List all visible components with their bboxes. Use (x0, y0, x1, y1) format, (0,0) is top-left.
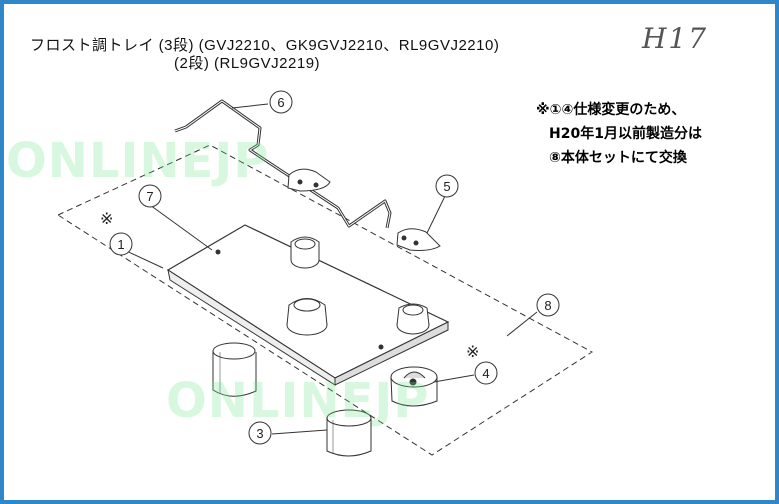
hub-center (286, 298, 328, 336)
part-number-6: 6 (277, 95, 284, 110)
hub-back (290, 236, 320, 269)
leader-lines (119, 103, 538, 435)
note-line-3: ⑧本体セットにて交換 (549, 150, 687, 166)
part-number-3: 3 (256, 426, 263, 441)
foot-cup (390, 366, 438, 407)
callout-4: 4 (474, 361, 498, 385)
callout-7: 7 (138, 184, 162, 208)
asterisk-mark-2: ※ (466, 342, 479, 361)
leg-left (212, 342, 257, 397)
note-line-2: H20年1月以前製造分は (549, 126, 702, 142)
clip-upper (287, 168, 331, 192)
callout-8: 8 (536, 293, 560, 317)
title-line-2: (2段) (RL9GVJ2219) (174, 55, 321, 72)
note-line-1: ※①④仕様変更のため、 (536, 102, 686, 118)
handwritten-code: H17 (642, 22, 709, 55)
clip-lower (396, 228, 441, 251)
watermark-lower: ONLINEJP (166, 373, 430, 429)
callout-5: 5 (435, 174, 459, 198)
part-number-5: 5 (443, 179, 450, 194)
part-number-7: 7 (146, 189, 153, 204)
callout-6: 6 (269, 90, 293, 114)
leg-front (326, 409, 372, 457)
callout-1: 1 (109, 232, 133, 256)
set-boundary (56, 144, 593, 456)
title-line-1: フロスト調トレイ (3段) (GVJ2210、GK9GVJ2210、RL9GVJ… (30, 37, 500, 54)
part-number-4: 4 (482, 366, 489, 381)
callout-3: 3 (248, 421, 272, 445)
asterisk-mark-1: ※ (100, 209, 113, 228)
part-number-8: 8 (544, 298, 551, 313)
watermark-upper: ONLINEJP (6, 133, 270, 189)
hub-right (396, 303, 430, 335)
part-number-1: 1 (117, 237, 124, 252)
